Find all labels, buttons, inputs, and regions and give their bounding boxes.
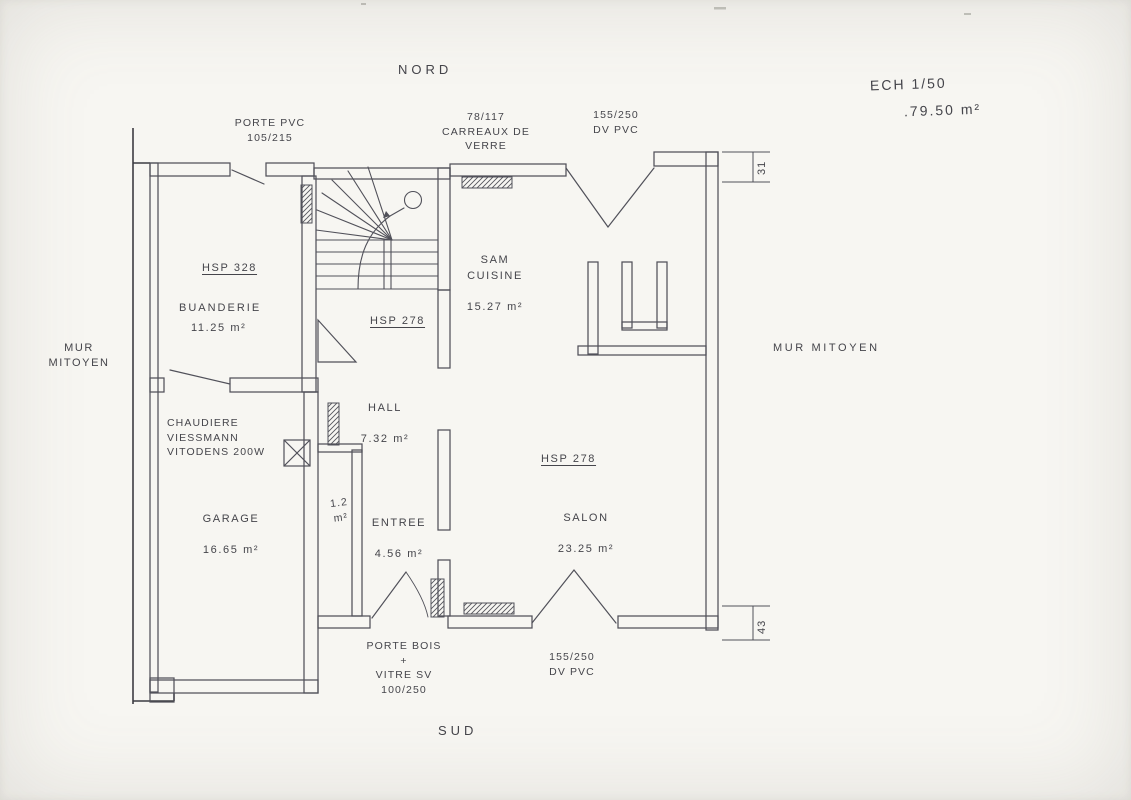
porte-bois-annotation: PORTE BOIS + VITRE SV 100/250 — [366, 640, 442, 697]
french-door-north — [565, 167, 655, 228]
french-door-south — [531, 569, 617, 624]
hall-interior-window — [327, 402, 340, 446]
party-wall-right-label: MUR MITOYEN — [773, 342, 880, 354]
porte-pvc-leaf — [231, 169, 265, 185]
buanderie-hsp-label: HSP 328 — [202, 262, 258, 274]
hall-label: HALL 7.32 m² — [350, 386, 420, 463]
dv-pvc-north-annotation: 155/250 DV PVC — [593, 109, 639, 136]
glass-blocks-annotation: 78/117 CARREAUX DE VERRE — [442, 111, 530, 153]
buanderie-interior-window — [300, 184, 313, 224]
glass-block-window — [461, 176, 513, 189]
garage-label: GARAGE 16.65 m² — [192, 497, 270, 574]
dimension-31-label: 31 — [756, 161, 768, 175]
hall-hsp-label: HSP 278 — [370, 315, 426, 327]
compass-south-label: SUD — [438, 723, 478, 738]
buanderie-area-label: 11.25 m² — [191, 322, 247, 334]
dimension-31: 31 — [722, 151, 770, 183]
doors — [169, 167, 655, 624]
dimension-43: 43 — [722, 605, 770, 641]
buanderie-hall-door-leaf — [317, 318, 358, 363]
entree-name: ENTREE — [371, 517, 427, 530]
scale-label: ECH 1/50 — [869, 74, 947, 94]
scan-marks — [361, 3, 971, 15]
buanderie-name-label: BUANDERIE — [179, 302, 262, 314]
wc-area-label: 1.2 m² — [329, 496, 349, 525]
sam-cuisine-label: SAM CUISINE 15.27 m² — [450, 238, 540, 330]
porte-pvc-annotation: PORTE PVC 105/215 — [234, 117, 306, 144]
salon-area: 23.25 m² — [557, 543, 615, 556]
staircase — [315, 166, 439, 290]
south-window — [463, 602, 515, 615]
windows — [300, 176, 515, 618]
boiler-annotation: CHAUDIERE VIESSMANN VITODENS 200W — [167, 417, 266, 459]
outer-walls — [149, 151, 719, 703]
salon-label: SALON 23.25 m² — [548, 496, 624, 573]
garage-name: GARAGE — [202, 513, 260, 526]
garage-buanderie-door-leaf — [169, 369, 231, 385]
boiler-symbol — [283, 439, 311, 467]
dimension-43-label: 43 — [756, 620, 768, 634]
entry-sidelight-window — [430, 578, 445, 618]
garage-area: 16.65 m² — [202, 544, 260, 557]
dv-pvc-south-annotation: 155/250 DV PVC — [549, 651, 595, 678]
sam-cuisine-name: SAM CUISINE — [467, 254, 523, 282]
salon-hsp-label: HSP 278 — [541, 453, 597, 465]
salon-name: SALON — [563, 512, 609, 525]
total-area-label: .79.50 m² — [903, 100, 982, 120]
entree-label: ENTREE 4.56 m² — [366, 501, 432, 578]
compass-north-label: NORD — [398, 62, 453, 77]
entree-area: 4.56 m² — [374, 548, 424, 561]
hall-area: 7.32 m² — [360, 433, 410, 446]
party-wall-left-label: MUR MITOYEN — [48, 342, 110, 370]
chimney-block — [577, 261, 707, 356]
hall-name: HALL — [368, 402, 402, 415]
sam-cuisine-area: 15.27 m² — [466, 300, 524, 313]
entry-door — [371, 571, 429, 619]
